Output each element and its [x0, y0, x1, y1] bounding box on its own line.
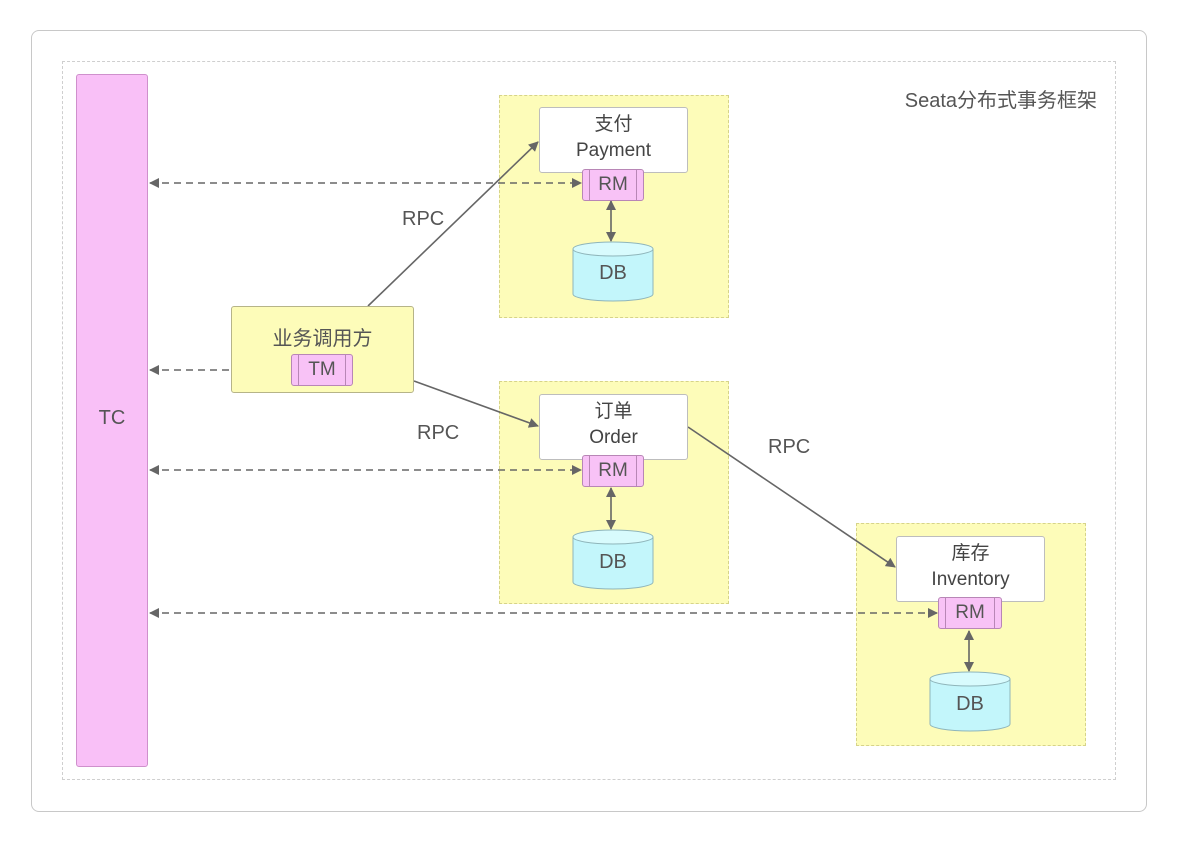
rpc-label-order: RPC: [417, 422, 460, 444]
order-rm-tag: RM: [582, 455, 644, 487]
business-caller-label: 业务调用方: [272, 328, 373, 350]
rpc-to-payment-arrow: [367, 141, 539, 307]
payment-db-label: DB: [599, 262, 627, 284]
order-db-cylinder: [572, 529, 654, 590]
rpc-label-payment: RPC: [402, 208, 445, 230]
order-name-en: Order: [589, 427, 638, 448]
payment-name-zh: 支付: [594, 114, 633, 135]
tc-bar: [76, 74, 148, 767]
payment-db-cylinder: [572, 241, 654, 302]
inventory-service-box: 库存 Inventory: [896, 536, 1045, 602]
tm-tag: TM: [291, 354, 353, 386]
order-service-box: 订单 Order: [539, 394, 688, 460]
inventory-db-cylinder: [929, 671, 1011, 732]
inventory-rm-tag: RM: [938, 597, 1002, 629]
payment-rm-tag: RM: [582, 169, 644, 201]
order-name-zh: 订单: [594, 401, 633, 422]
payment-name-en: Payment: [576, 140, 651, 161]
rpc-to-order-arrow: [413, 380, 539, 428]
inventory-name-en: Inventory: [931, 569, 1010, 590]
rpc-to-inventory-arrow: [687, 426, 896, 568]
tc-label: TC: [98, 407, 126, 429]
rpc-label-inventory: RPC: [768, 436, 811, 458]
payment-service-box: 支付 Payment: [539, 107, 688, 173]
inventory-db-label: DB: [956, 693, 984, 715]
inventory-name-zh: 库存: [951, 543, 990, 564]
order-db-label: DB: [599, 551, 627, 573]
framework-title: Seata分布式事务框架: [904, 90, 1097, 112]
seata-framework-boundary: [62, 61, 1116, 780]
